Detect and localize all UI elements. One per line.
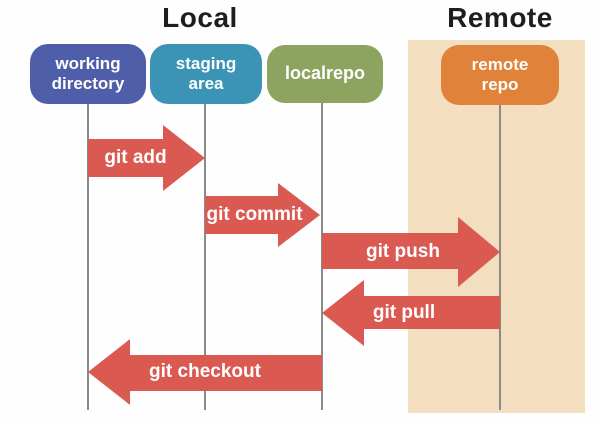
git-pull-arrow: git pull [322, 280, 500, 346]
git-pull-label: git pull [372, 302, 436, 323]
git-push-arrow-shaft [322, 233, 458, 269]
git-add-arrow: git add [88, 125, 205, 191]
git-commit-label: git commit [206, 204, 303, 225]
git-checkout-arrow-shaft [130, 355, 322, 391]
git-checkout-arrowhead-left-icon [88, 339, 130, 405]
git-pull-arrow-shaft [364, 296, 500, 329]
git-push-arrowhead-right-icon [458, 217, 500, 287]
node-localrepo: localrepo [267, 45, 383, 103]
git-pull-arrowhead-left-icon [322, 280, 364, 346]
git-add-arrow-shaft [88, 139, 163, 177]
node-remote-repo: remote repo [441, 45, 559, 105]
node-staging-area: staging area [150, 44, 262, 104]
lifeline-staging-area [204, 104, 206, 410]
git-checkout-arrow: git checkout [88, 339, 322, 405]
git-checkout-label: git checkout [149, 361, 261, 382]
git-commit-arrow: git commit [205, 183, 320, 247]
git-commit-arrow-shaft [205, 196, 278, 234]
lifeline-remote-repo [499, 105, 501, 410]
git-push-label: git push [366, 241, 440, 262]
lifeline-working-directory [87, 104, 89, 410]
git-commit-arrowhead-right-icon [278, 183, 320, 247]
node-working-directory: working directory [30, 44, 146, 104]
remote-section-title: Remote [447, 2, 553, 33]
git-add-label: git add [104, 147, 167, 168]
git-push-arrow: git push [322, 217, 500, 287]
git-add-arrowhead-right-icon [163, 125, 205, 191]
local-section-title: Local [162, 2, 238, 33]
